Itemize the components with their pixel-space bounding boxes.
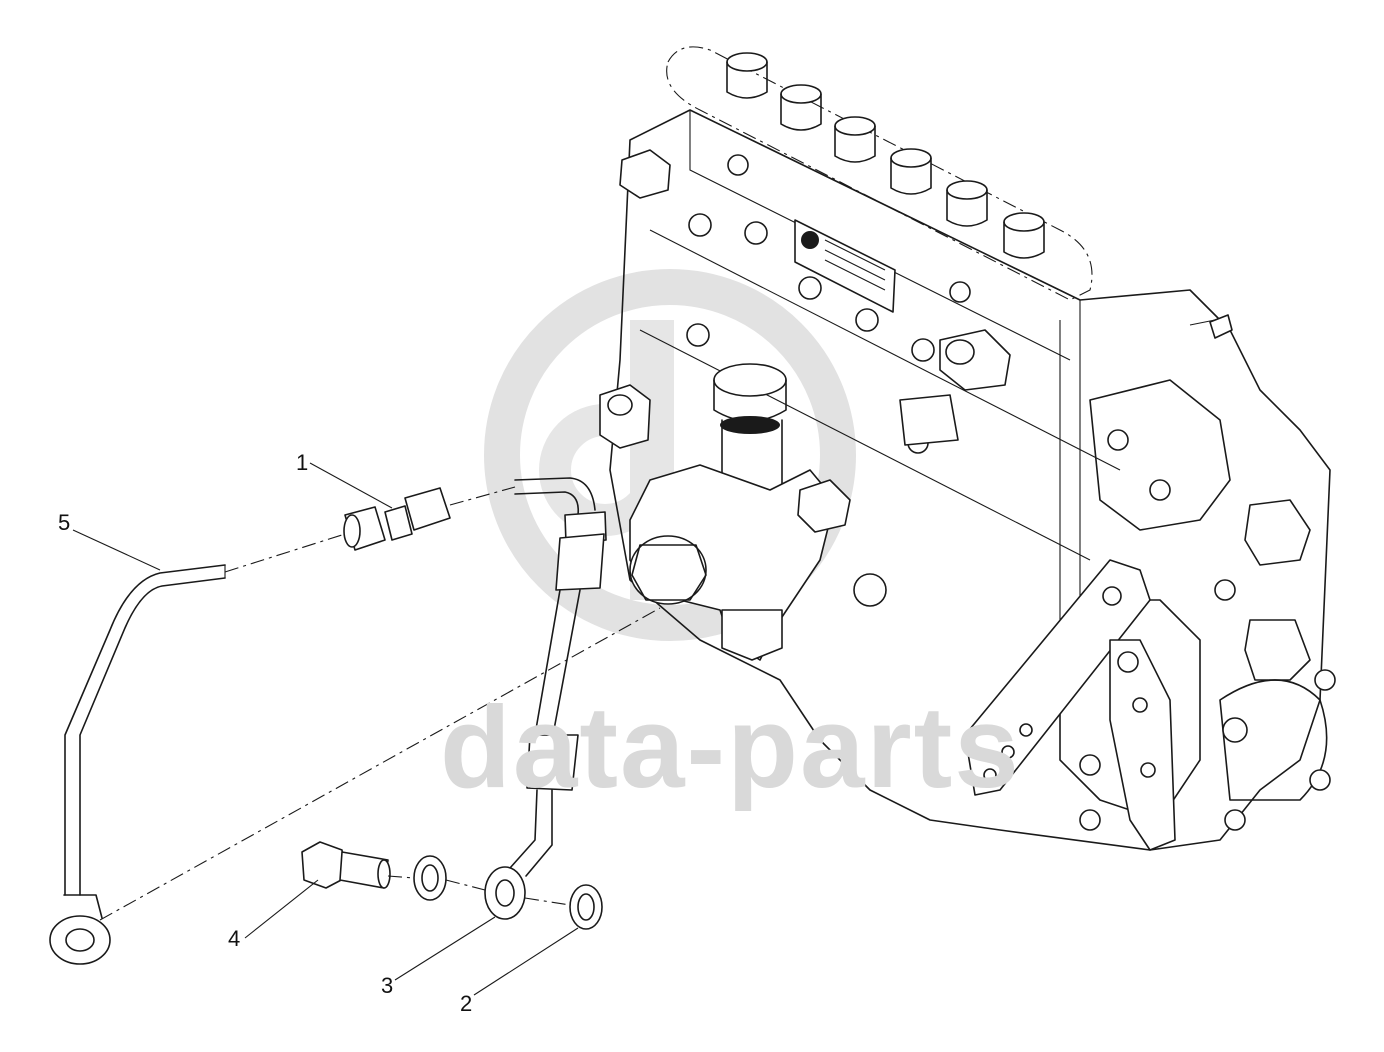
callout-2: 2 xyxy=(460,991,473,1016)
assembly-lines xyxy=(99,486,661,921)
callout-4: 4 xyxy=(228,926,241,951)
callout-5: 5 xyxy=(58,510,71,535)
part-5-fuel-return-line xyxy=(49,564,226,965)
part-3-fuel-line xyxy=(484,477,607,920)
part-2-sealing-washers xyxy=(413,855,603,930)
part-4-banjo-bolt xyxy=(301,841,391,889)
part-1-union-connector xyxy=(343,487,451,551)
watermark-text: data-parts xyxy=(440,682,1021,812)
primer-cap xyxy=(713,363,787,509)
injection-pump-assembly xyxy=(599,46,1336,851)
callout-1: 1 xyxy=(296,450,309,475)
nameplate xyxy=(794,219,896,313)
callout-leaders xyxy=(72,462,579,996)
callout-3: 3 xyxy=(381,973,394,998)
